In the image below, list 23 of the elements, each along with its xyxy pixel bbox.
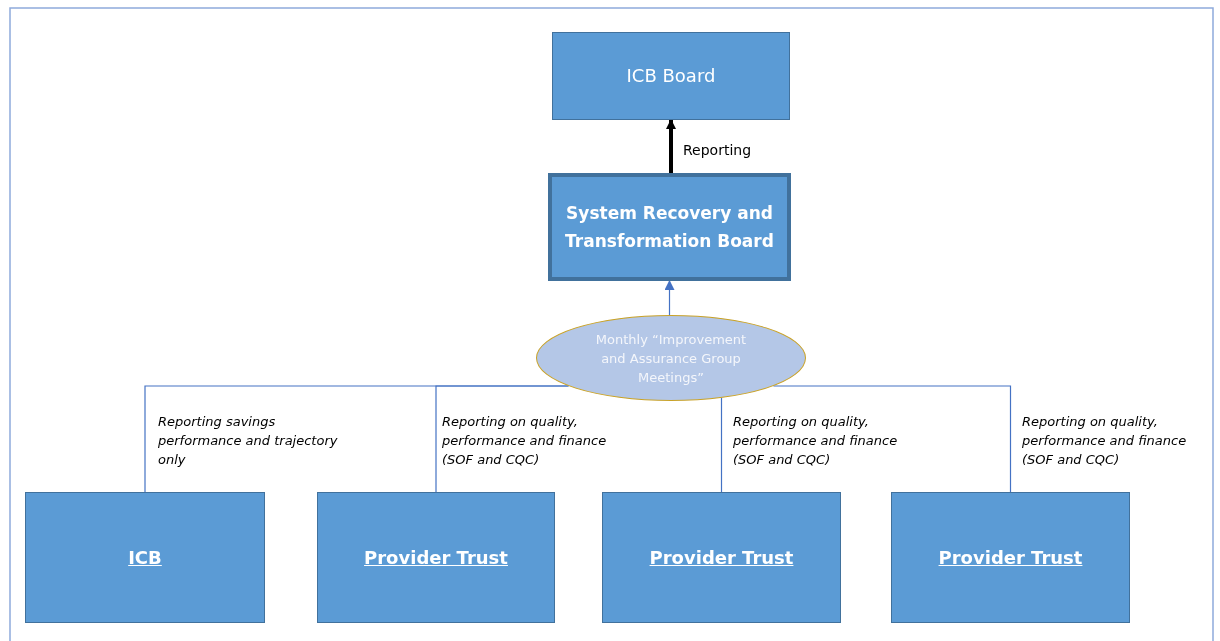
node-label: Provider Trust: [938, 545, 1083, 570]
board-box: [548, 173, 791, 281]
node-label: Monthly “Improvement and Assurance Group Meetings”: [594, 330, 748, 387]
connector-line: [772, 385, 1012, 493]
organisation-box: [25, 492, 265, 623]
node-label: ICB: [128, 545, 162, 570]
edge-label: Reporting: [683, 141, 753, 160]
organisation-box: [602, 492, 841, 623]
edge-label: Reporting on quality, performance and finance (SOF and CQC): [442, 413, 608, 469]
board-box: [552, 32, 790, 120]
arrow: [666, 119, 676, 173]
node-label: Provider Trust: [649, 545, 794, 570]
edge-label: Reporting on quality, performance and finance (SOF and CQC): [1022, 413, 1188, 469]
arrow: [664, 280, 675, 316]
connector-line: [435, 385, 570, 493]
node-label: ICB Board: [626, 64, 716, 88]
edge-label: Reporting on quality, performance and finance (SOF and CQC): [733, 413, 899, 469]
organisation-box: [317, 492, 555, 623]
node-label: System Recovery and Transformation Board: [564, 202, 775, 253]
node-label: Provider Trust: [364, 545, 508, 570]
connector-line: [720, 397, 723, 493]
edge-label: Reporting savings performance and trajectory only: [158, 413, 339, 469]
organisation-box: [891, 492, 1130, 623]
